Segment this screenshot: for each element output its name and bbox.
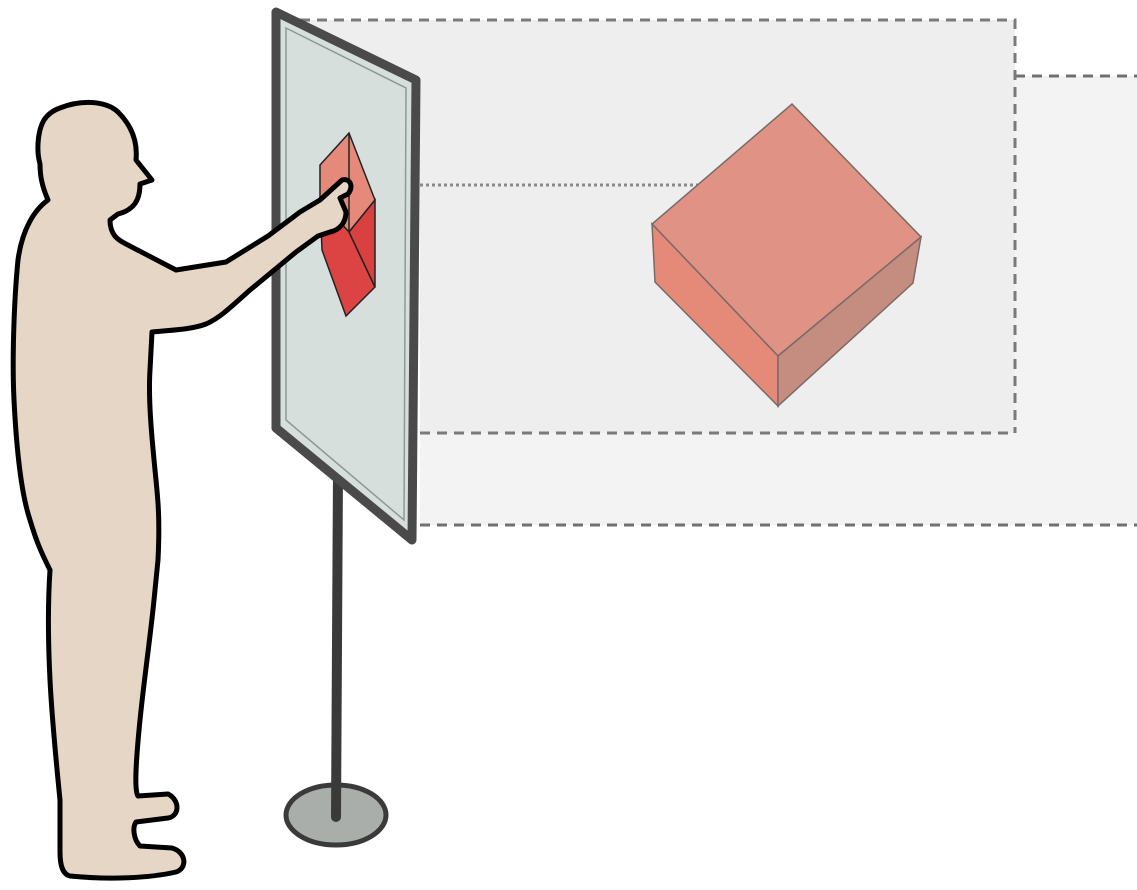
person-body xyxy=(10,99,354,881)
person-silhouette xyxy=(10,99,354,881)
large-cube-right-face xyxy=(777,235,923,408)
near-volume-top-edge xyxy=(300,18,1017,433)
large-cube xyxy=(650,102,923,408)
small-cube-right-face xyxy=(348,197,376,288)
stand-pole xyxy=(331,465,343,822)
display-stand xyxy=(283,465,389,848)
